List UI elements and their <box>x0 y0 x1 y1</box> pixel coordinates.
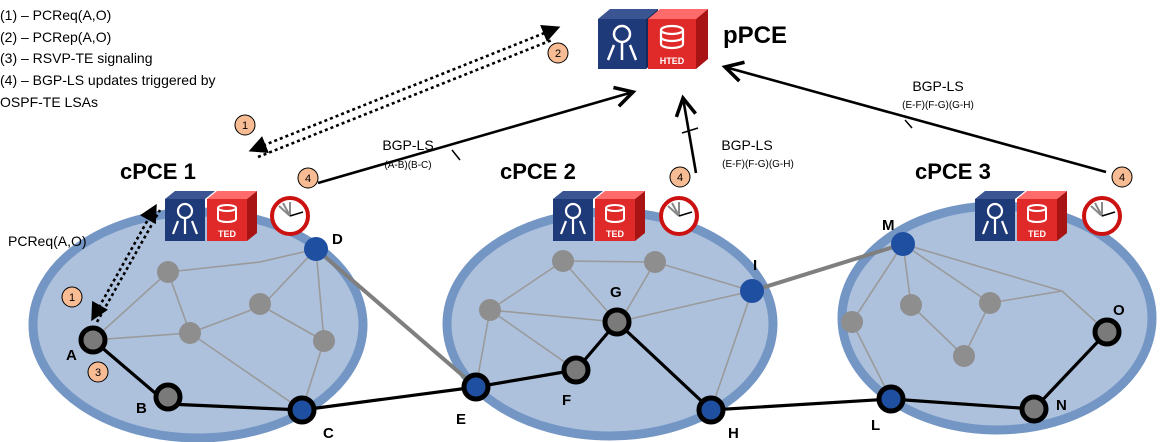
bgp-arrow-3 <box>721 60 1107 174</box>
svg-text:1: 1 <box>242 120 248 132</box>
svg-text:4: 4 <box>305 173 311 185</box>
legend-line-1: (1) – PCReq(A,O) <box>0 7 111 23</box>
bgp-ls-label-1: BGP-LS (A-B)(B-C) <box>382 137 433 171</box>
step-marker-1a: 1 <box>234 114 256 136</box>
database-icon <box>217 204 237 223</box>
border-nodes <box>287 232 915 425</box>
bgp-ls-label-3: BGP-LS (E-F)(F-G)(G-H) <box>902 78 974 111</box>
step-marker-4c: 4 <box>1111 166 1133 188</box>
node-label-n: N <box>1056 397 1067 414</box>
inter-domain-links <box>314 242 904 389</box>
node-label-f: F <box>562 392 571 409</box>
ppce-hted-cube: HTED <box>648 9 708 69</box>
legend-line-2: (2) – PCRep(A,O) <box>0 29 111 45</box>
node-label-e: E <box>456 411 466 428</box>
pce-icon <box>981 202 1009 235</box>
svg-text:(A-B)(B-C): (A-B)(B-C) <box>384 160 431 171</box>
pcreq-label: PCReq(A,O) <box>8 233 87 249</box>
step-markers: 1 2 1 3 4 4 4 <box>61 42 1133 383</box>
internal-nodes <box>157 250 1001 367</box>
svg-text:BGP-LS: BGP-LS <box>721 137 772 153</box>
node-label-b: B <box>136 400 147 417</box>
legend-line-4: (4) – BGP-LS updates triggered by <box>0 72 216 88</box>
pce-icon <box>171 202 199 235</box>
database-icon <box>1027 204 1047 223</box>
node-h <box>696 395 726 425</box>
pcrep-arrow <box>257 38 553 159</box>
svg-text:BGP-LS: BGP-LS <box>382 137 433 153</box>
database-icon <box>605 204 625 223</box>
node-labels: A B C D E F G H I L M N O <box>66 217 1125 442</box>
node-label-c: C <box>323 425 334 442</box>
svg-text:(E-F)(F-G)(G-H): (E-F)(F-G)(G-H) <box>722 159 794 170</box>
clock-icon <box>659 196 699 236</box>
step-marker-2: 2 <box>547 42 569 64</box>
node-label-d: D <box>332 231 343 248</box>
node-l <box>876 384 906 414</box>
svg-text:4: 4 <box>1119 172 1125 184</box>
path-nodes <box>78 307 1122 424</box>
node-n <box>1019 394 1049 424</box>
node-label-h: H <box>728 425 739 442</box>
legend-line-3: (3) – RSVP-TE signaling <box>0 50 153 66</box>
pcreq-arrow <box>248 24 561 154</box>
cpce-1-title: cPCE 1 <box>120 159 196 184</box>
ppce-title: pPCE <box>723 22 787 49</box>
ppce-db-label: HTED <box>660 56 685 66</box>
node-m <box>891 232 915 256</box>
clock-icon <box>1082 196 1122 236</box>
svg-text:BGP-LS: BGP-LS <box>912 78 963 94</box>
node-f <box>561 355 591 385</box>
node-label-a: A <box>66 347 77 364</box>
database-icon <box>659 24 685 50</box>
step-marker-4a: 4 <box>297 167 319 189</box>
cpce-2-block: cPCE 2 TED <box>500 159 699 241</box>
step-marker-4b: 4 <box>669 166 691 188</box>
svg-text:2: 2 <box>555 48 561 60</box>
svg-text:(E-F)(F-G)(G-H): (E-F)(F-G)(G-H) <box>902 100 974 111</box>
node-label-l: L <box>871 417 880 434</box>
lsp-path <box>91 319 1109 412</box>
svg-text:1: 1 <box>69 292 75 304</box>
cpce-1-db-label: TED <box>218 229 237 239</box>
node-a <box>78 325 108 355</box>
bgp-arrow-2 <box>674 94 698 174</box>
node-label-o: O <box>1113 302 1125 319</box>
cpce-2-title: cPCE 2 <box>500 159 576 184</box>
cpce-1-block: cPCE 1 TED <box>120 159 310 241</box>
node-g <box>602 307 632 337</box>
bgp-ls-label-2: BGP-LS (E-F)(F-G)(G-H) <box>721 137 794 170</box>
legend: (1) – PCReq(A,O) (2) – PCRep(A,O) (3) – … <box>0 7 216 110</box>
clock-icon <box>270 196 310 236</box>
cpce-3-db-label: TED <box>1028 229 1047 239</box>
node-label-g: G <box>610 284 622 301</box>
node-b <box>153 382 183 412</box>
node-e <box>461 372 491 402</box>
cpce-3-block: cPCE 3 TED <box>915 159 1122 241</box>
node-i <box>740 279 764 303</box>
node-c <box>287 395 317 425</box>
node-label-m: M <box>882 217 895 234</box>
legend-line-5: OSPF-TE LSAs <box>0 94 98 110</box>
pcep-arrows <box>91 24 561 323</box>
ppce-block: HTED pPCE <box>598 9 787 69</box>
node-label-i: I <box>753 257 757 274</box>
svg-text:4: 4 <box>677 172 683 184</box>
node-o <box>1092 317 1122 347</box>
node-d <box>304 237 328 261</box>
pce-icon <box>559 202 587 235</box>
cpce-2-db-label: TED <box>606 229 625 239</box>
pce-icon <box>606 24 638 61</box>
cpce-3-title: cPCE 3 <box>915 159 991 184</box>
step-marker-1b: 1 <box>61 286 83 308</box>
step-marker-3: 3 <box>87 361 109 383</box>
svg-text:3: 3 <box>95 367 101 379</box>
